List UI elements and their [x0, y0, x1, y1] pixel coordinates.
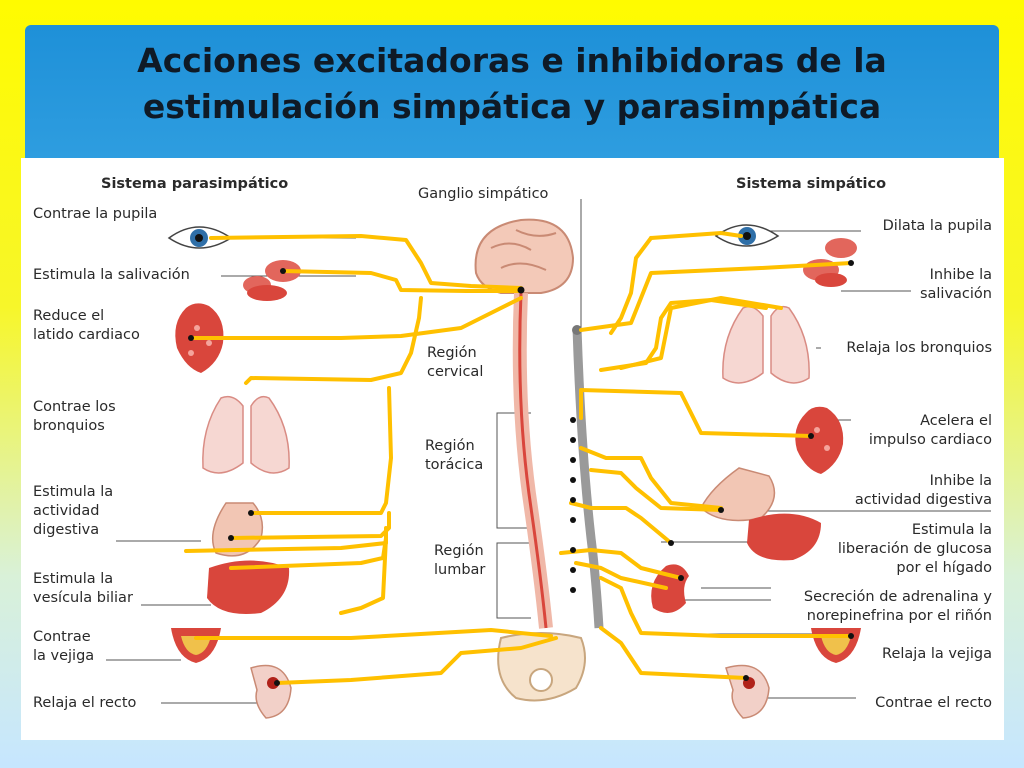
para-label-rectum: Relaja el recto	[33, 695, 137, 711]
region-thoracic-label: Región torácica	[425, 438, 484, 473]
symp-label-pupil: Dilata la pupila	[882, 218, 992, 234]
symp-label-digestion: Inhibe la actividad digestiva	[854, 473, 992, 508]
ganglion-label: Ganglio simpático	[418, 186, 549, 202]
eye-icon	[167, 226, 233, 249]
title-bar	[25, 25, 999, 165]
para-label-pupil: Contrae la pupila	[33, 206, 158, 222]
symp-label-rectum: Contrae el recto	[875, 695, 992, 711]
para-label-saliva: Estimula la salivación	[33, 267, 190, 283]
rectum-icon	[725, 664, 770, 719]
brain-icon	[474, 218, 575, 294]
para-label-heart: Reduce el latido cardiaco	[33, 308, 140, 343]
spinal-cord-icon	[512, 292, 553, 629]
slide-title-line1: Acciones excitadoras e inhibidoras de la	[137, 41, 887, 80]
junction-dots	[188, 260, 854, 686]
nervous-system-diagram	[106, 199, 991, 719]
symp-label-saliva: Inhibe la salivación	[919, 267, 992, 302]
stomach-icon	[700, 467, 776, 522]
para-label-bladder: Contrae la vejiga	[33, 629, 95, 664]
region-lumbar-label: Región lumbar	[434, 543, 486, 578]
bladder-icon	[171, 628, 221, 663]
symp-label-adrenaline: Secreción de adrenalina y norepinefrina …	[803, 589, 992, 624]
para-label-digestion: Estimula la actividad digestiva	[33, 484, 114, 538]
bladder-icon	[811, 628, 861, 663]
slide-title-line2: estimulación simpática y parasimpática	[142, 87, 882, 126]
diagram-panel: Sistema parasimpático Sistema simpático …	[21, 158, 1004, 740]
sympathetic-header: Sistema simpático	[736, 176, 887, 192]
stomach-icon	[211, 502, 264, 557]
parasympathetic-header: Sistema parasimpático	[101, 176, 289, 192]
para-label-gallbladder: Estimula la vesícula biliar	[33, 571, 133, 606]
nerve-paths	[184, 231, 853, 685]
para-label-bronchi: Contrae los bronquios	[33, 399, 116, 434]
sympathetic-chain-icon	[572, 325, 604, 629]
symp-label-bladder: Relaja la vejiga	[882, 646, 992, 662]
symp-label-bronchi: Relaja los bronquios	[846, 340, 992, 356]
rectum-icon	[250, 664, 292, 719]
liver-icon	[747, 513, 821, 561]
salivary-gland-icon	[243, 260, 301, 301]
eye-icon	[714, 224, 780, 247]
symp-label-glucose: Estimula la liberación de glucosa por el…	[837, 522, 992, 576]
region-cervical-label: Región cervical	[427, 345, 484, 380]
liver-icon	[207, 560, 290, 614]
symp-label-heart: Acelera el impulso cardiaco	[868, 413, 992, 448]
lungs-icon	[722, 305, 810, 384]
heart-icon	[795, 406, 844, 474]
slide-title: Acciones excitadoras e inhibidoras de la…	[25, 38, 999, 130]
lungs-icon	[202, 395, 290, 474]
